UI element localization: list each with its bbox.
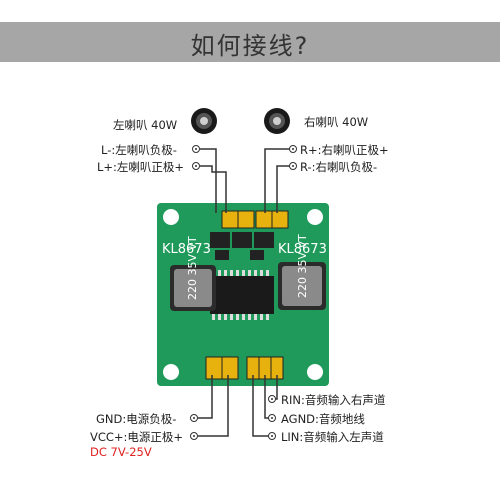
vcc-label: VCC+:电源正极+ (90, 430, 184, 444)
terminal-dot-icon (268, 432, 276, 440)
l-plus-label: L+:左喇叭正极+ (97, 160, 185, 174)
output-wires (200, 148, 292, 213)
left-speaker-icon (191, 108, 217, 134)
right-speaker-label: 右喇叭 40W (304, 115, 369, 129)
chip-label-right: KL8673 (278, 242, 327, 257)
cap-left-text: 220 35V VT (186, 236, 199, 300)
r-plus-label: R+:右喇叭正极+ (300, 143, 389, 157)
terminal-dot-icon (190, 414, 198, 422)
terminal-dot-icon (268, 395, 276, 403)
lin-label: LIN:音频输入左声道 (281, 430, 384, 444)
right-speaker-icon (264, 108, 290, 134)
terminal-dot-icon (192, 145, 200, 153)
gnd-label: GND:电源负极- (96, 412, 177, 426)
rin-label: RIN:音频输入右声道 (281, 393, 386, 407)
terminal-dot-icon (192, 162, 200, 170)
l-minus-label: L-:左喇叭负极- (101, 143, 177, 157)
title-banner: 如何接线? (0, 22, 500, 62)
terminal-dot-icon (289, 162, 297, 170)
pcb-board (157, 203, 329, 386)
r-minus-label: R-:右喇叭负极- (300, 160, 378, 174)
agnd-label: AGND:音频地线 (281, 412, 365, 426)
terminal-dot-icon (268, 414, 276, 422)
chip-label-left: KL8673 (162, 242, 211, 257)
terminal-dot-icon (289, 145, 297, 153)
page-title: 如何接线? (190, 32, 310, 60)
left-speaker-label: 左喇叭 40W (113, 118, 178, 132)
cap-right-text: 220 35V VT (296, 234, 309, 298)
terminal-dot-icon (190, 432, 198, 440)
dc-voltage-label: DC 7V-25V (90, 445, 152, 459)
